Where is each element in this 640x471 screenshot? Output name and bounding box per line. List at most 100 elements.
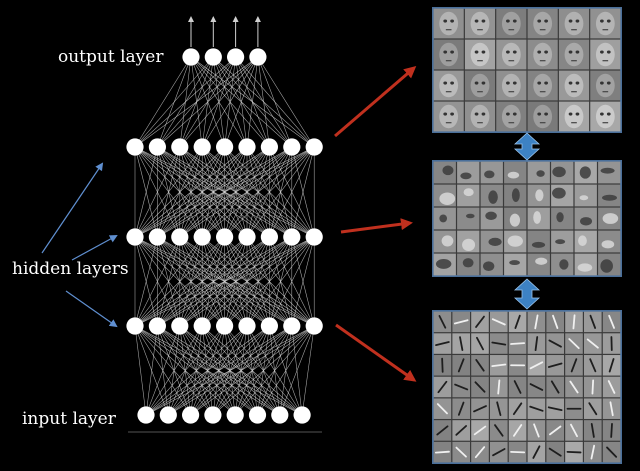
- edge-stroke: [548, 447, 562, 457]
- hidden-node: [283, 317, 301, 335]
- edge-stroke: [514, 314, 521, 329]
- face-shape: [564, 42, 584, 67]
- feature-tile: [527, 230, 550, 253]
- edge-stroke: [441, 357, 444, 373]
- face-eye: [575, 19, 580, 23]
- feature-panel-edges: [432, 310, 622, 464]
- edge-stroke: [607, 380, 616, 394]
- edge-stroke: [570, 358, 578, 373]
- hidden-node: [126, 317, 144, 335]
- edge-stroke: [586, 338, 599, 349]
- edge-stroke: [589, 314, 597, 329]
- hidden-node: [171, 317, 189, 335]
- edge-stroke: [453, 319, 469, 325]
- output-node: [182, 48, 200, 66]
- part-blob: [511, 188, 520, 202]
- part-blob: [531, 241, 546, 248]
- face-eye: [606, 81, 611, 85]
- output-layer-label: output layer: [58, 47, 164, 67]
- edge-stroke: [491, 363, 507, 367]
- edge-stroke: [475, 358, 485, 372]
- connection-line: [257, 56, 293, 148]
- hidden-node: [171, 228, 189, 246]
- edge-stroke: [591, 379, 595, 395]
- edge-stroke: [436, 425, 449, 436]
- hidden-layers-label: hidden layers: [12, 259, 129, 279]
- edge-stroke: [492, 448, 506, 457]
- face-eye: [506, 19, 510, 23]
- hidden-pointer-arrow: [41, 162, 104, 254]
- hidden-node: [148, 228, 166, 246]
- face-eye: [600, 112, 604, 116]
- input-node: [159, 406, 177, 424]
- connection-lines: [134, 56, 315, 416]
- face-eye: [537, 19, 542, 23]
- face-eye: [443, 112, 448, 116]
- hidden-node: [305, 138, 323, 156]
- face-eye: [506, 50, 510, 54]
- face-eye: [450, 81, 454, 85]
- output-node: [249, 48, 267, 66]
- part-blob: [600, 259, 613, 273]
- face-eye: [600, 50, 604, 54]
- part-blob: [441, 235, 454, 247]
- edge-stroke: [572, 314, 576, 330]
- connection-line: [301, 325, 315, 416]
- face-eye: [544, 50, 548, 54]
- output-node: [204, 48, 222, 66]
- face-shape: [470, 73, 490, 98]
- red-arrow: [340, 218, 413, 234]
- face-eye: [506, 112, 510, 116]
- connection-line: [291, 146, 315, 238]
- face-eye: [443, 81, 448, 85]
- edge-stroke: [533, 423, 540, 438]
- part-blob: [552, 187, 566, 199]
- connection-line: [168, 325, 315, 416]
- face-eye: [512, 50, 517, 54]
- hidden-node: [260, 317, 278, 335]
- face-eye: [544, 112, 548, 116]
- face-eye: [606, 50, 611, 54]
- face-eye: [568, 81, 573, 85]
- hidden-node: [305, 228, 323, 246]
- face-eye: [600, 81, 604, 85]
- double-arrow: [513, 278, 541, 310]
- connection-line: [202, 236, 315, 327]
- edge-stroke: [473, 425, 487, 436]
- edge-stroke: [455, 425, 467, 436]
- part-blob: [602, 213, 619, 224]
- connection-line: [134, 325, 147, 416]
- face-shape: [439, 42, 459, 67]
- hidden-node: [126, 138, 144, 156]
- face-eye: [600, 19, 604, 23]
- face-eye: [606, 112, 611, 116]
- face-shape: [533, 11, 553, 36]
- face-shape: [501, 104, 521, 129]
- face-eye: [474, 50, 479, 54]
- face-shape: [564, 104, 584, 129]
- edge-stroke: [590, 444, 596, 460]
- connection-line: [291, 236, 315, 327]
- connection-line: [257, 325, 315, 416]
- part-blob: [600, 167, 615, 174]
- connection-line: [201, 56, 259, 148]
- face-eye: [537, 112, 542, 116]
- edge-stroke: [459, 336, 464, 351]
- face-shape: [595, 104, 615, 129]
- face-shape: [595, 73, 615, 98]
- part-blob: [601, 240, 615, 249]
- face-eye: [606, 19, 611, 23]
- connection-line: [179, 236, 315, 327]
- part-blob: [578, 235, 587, 247]
- face-eye: [481, 50, 486, 54]
- connection-line: [202, 146, 315, 238]
- face-eye: [512, 81, 517, 85]
- part-blob: [462, 238, 476, 251]
- feature-tile: [457, 207, 480, 230]
- connection-line: [134, 146, 181, 238]
- part-blob: [579, 166, 591, 179]
- edge-stroke: [570, 423, 578, 438]
- connection-line: [246, 236, 315, 327]
- face-eye: [474, 112, 479, 116]
- input-node: [248, 406, 267, 424]
